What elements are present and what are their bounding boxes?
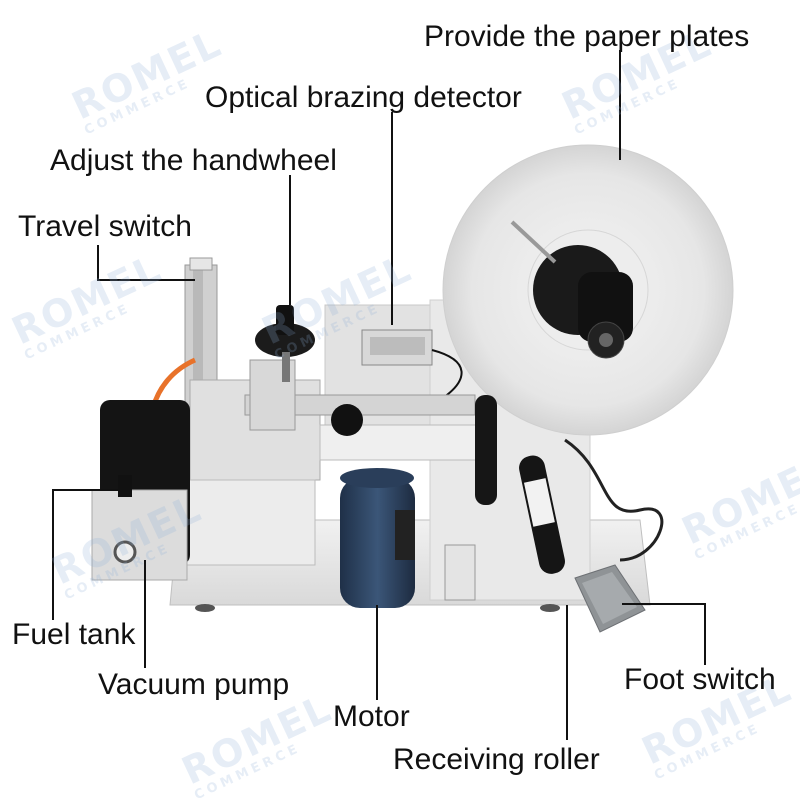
receiving-roller-part <box>519 455 565 574</box>
label-receiving-roller: Receiving roller <box>393 743 600 776</box>
wire <box>564 438 664 562</box>
sensor-block <box>444 544 476 601</box>
motor-part <box>340 468 415 608</box>
label-foot-switch: Foot switch <box>624 663 776 696</box>
leader-lines <box>52 50 706 740</box>
leader-fuel-tank <box>52 489 118 620</box>
paper-roll <box>442 144 734 436</box>
label-vacuum-pump: Vacuum pump <box>98 668 290 701</box>
handwheel <box>255 305 315 382</box>
leader-travel-switch <box>97 245 195 281</box>
label-handwheel: Adjust the handwheel <box>50 144 337 177</box>
label-paper-plates: Provide the paper plates <box>424 20 750 53</box>
label-fuel-tank: Fuel tank <box>12 618 136 651</box>
label-travel-switch: Travel switch <box>18 210 192 243</box>
vacuum-pump <box>91 400 190 581</box>
optical-detector <box>361 329 463 401</box>
drive-wheel <box>331 404 363 436</box>
leader-foot-switch <box>622 603 706 665</box>
foot-pedal <box>574 564 646 633</box>
label-optical-detector: Optical brazing detector <box>205 81 522 114</box>
guide-roller <box>475 395 497 505</box>
label-motor: Motor <box>333 700 410 733</box>
